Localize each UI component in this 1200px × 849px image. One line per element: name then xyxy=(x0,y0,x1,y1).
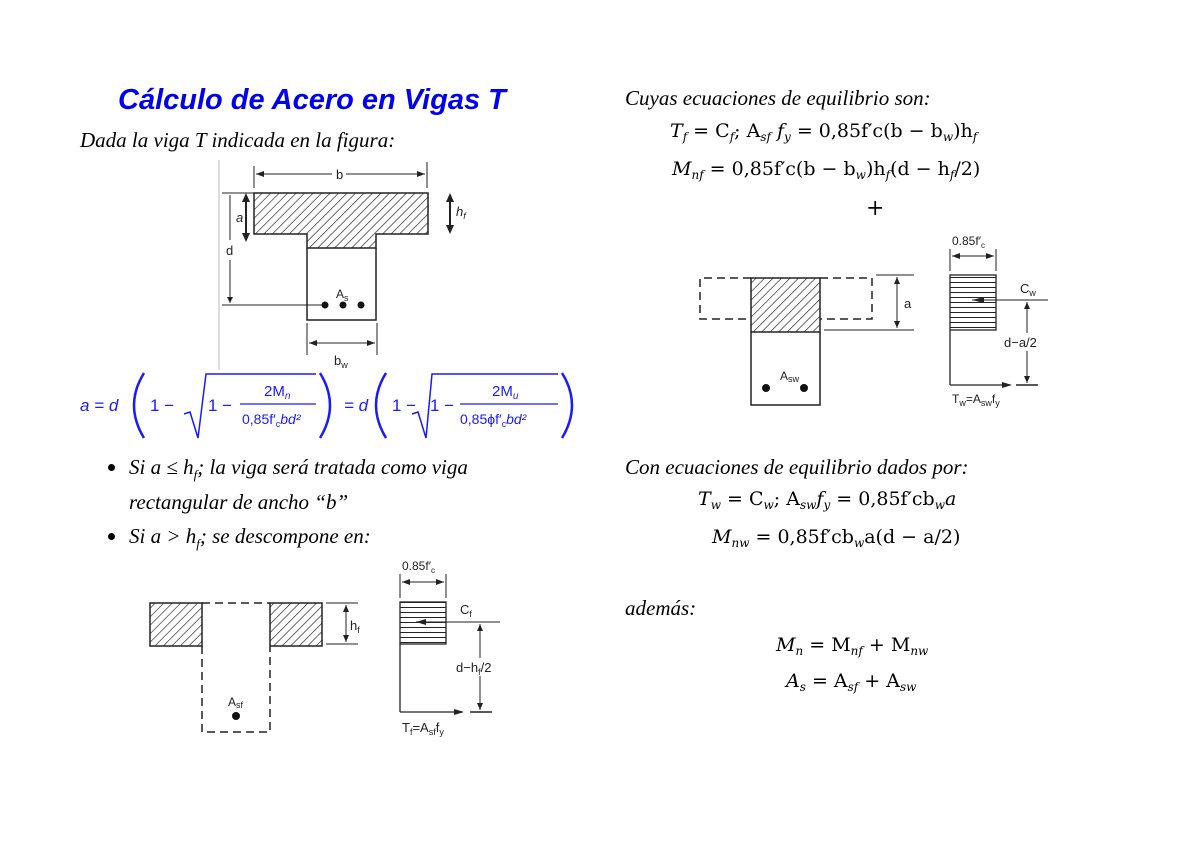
svg-text:2Mu: 2Mu xyxy=(492,383,519,402)
label-b: b xyxy=(336,167,343,182)
svg-text:2Mn: 2Mn xyxy=(264,383,291,402)
web-figure: Asw a 0.85f′c Cw d−a/2 Tw=Aswfy xyxy=(699,234,1058,408)
equation-total-moment: Mn = Mnf + Mnw xyxy=(776,634,929,658)
equilibrium-intro-2: Con ecuaciones de equilibrio dados por: xyxy=(625,455,969,479)
svg-text:bw: bw xyxy=(334,353,348,370)
svg-text:= d: = d xyxy=(344,396,369,415)
svg-text:0.85f′c: 0.85f′c xyxy=(402,559,435,575)
svg-text:Asw: Asw xyxy=(780,369,800,384)
flange-figure: Asf hf 0.85f′c Cf d−hf/2 Tf=Asffy xyxy=(149,559,512,737)
equilibrium-intro: Cuyas ecuaciones de equilibrio son: xyxy=(625,86,931,110)
svg-text:Cw: Cw xyxy=(1020,281,1036,298)
equation-web-moment: Mnw = 0,85f′cbwa(d − a/2) xyxy=(712,526,961,550)
bullet-item: Si a ≤ hf; la viga será tratada como vig… xyxy=(108,455,468,483)
equation-flange-moment: Mnf = 0,85f′c(b − bw)hf(d − hf/2) xyxy=(672,158,981,182)
svg-text:a = d: a = d xyxy=(80,396,119,415)
svg-text:d−hf/2: d−hf/2 xyxy=(456,660,491,677)
svg-text:d−a/2: d−a/2 xyxy=(1004,335,1037,350)
bullet-icon xyxy=(108,463,115,471)
bullet-item: Si a > hf; se descompone en: xyxy=(108,524,371,552)
t-beam-figure: b a d hf As bw xyxy=(218,160,467,370)
svg-text:hf: hf xyxy=(456,204,467,221)
svg-text:As: As xyxy=(336,287,349,303)
svg-text:hf: hf xyxy=(350,618,360,635)
svg-text:1 −: 1 − xyxy=(430,396,454,415)
svg-text:1 −: 1 − xyxy=(392,396,416,415)
svg-text:0,85ϕf′cbd²: 0,85ϕf′cbd² xyxy=(460,411,528,429)
page-title: Cálculo de Acero en Vigas T xyxy=(118,84,506,116)
svg-text:Tw=Aswfy: Tw=Aswfy xyxy=(952,392,1000,408)
equation-flange-force: Tf = Cf; Asf fy = 0,85f′c(b − bw)hf xyxy=(670,120,978,144)
formula-a: a = d 1 − 1 − 2Mn 0,85f′cbd² = d 1 − 1 −… xyxy=(80,372,574,439)
svg-text:Asf: Asf xyxy=(228,695,244,710)
svg-text:0.85f′c: 0.85f′c xyxy=(952,234,985,250)
intro-text: Dada la viga T indicada en la figura: xyxy=(80,128,396,152)
svg-text:1 −: 1 − xyxy=(150,396,174,415)
bullet-icon xyxy=(108,532,115,540)
ademas-label: además: xyxy=(625,596,697,620)
plus-sign: + xyxy=(866,196,885,221)
svg-text:1 −: 1 − xyxy=(208,396,232,415)
svg-text:a: a xyxy=(236,210,243,225)
svg-text:0,85f′cbd²: 0,85f′cbd² xyxy=(242,411,302,429)
svg-text:Tf=Asffy: Tf=Asffy xyxy=(402,720,444,737)
svg-text:a: a xyxy=(904,296,912,311)
equation-total-steel: As = Asf + Asw xyxy=(786,670,917,694)
bullet-continuation: rectangular de ancho “b” xyxy=(129,490,349,514)
svg-text:d: d xyxy=(226,243,233,258)
equation-web-force: Tw = Cw; Aswfy = 0,85f′cbwa xyxy=(698,488,957,512)
svg-text:Cf: Cf xyxy=(460,602,472,619)
